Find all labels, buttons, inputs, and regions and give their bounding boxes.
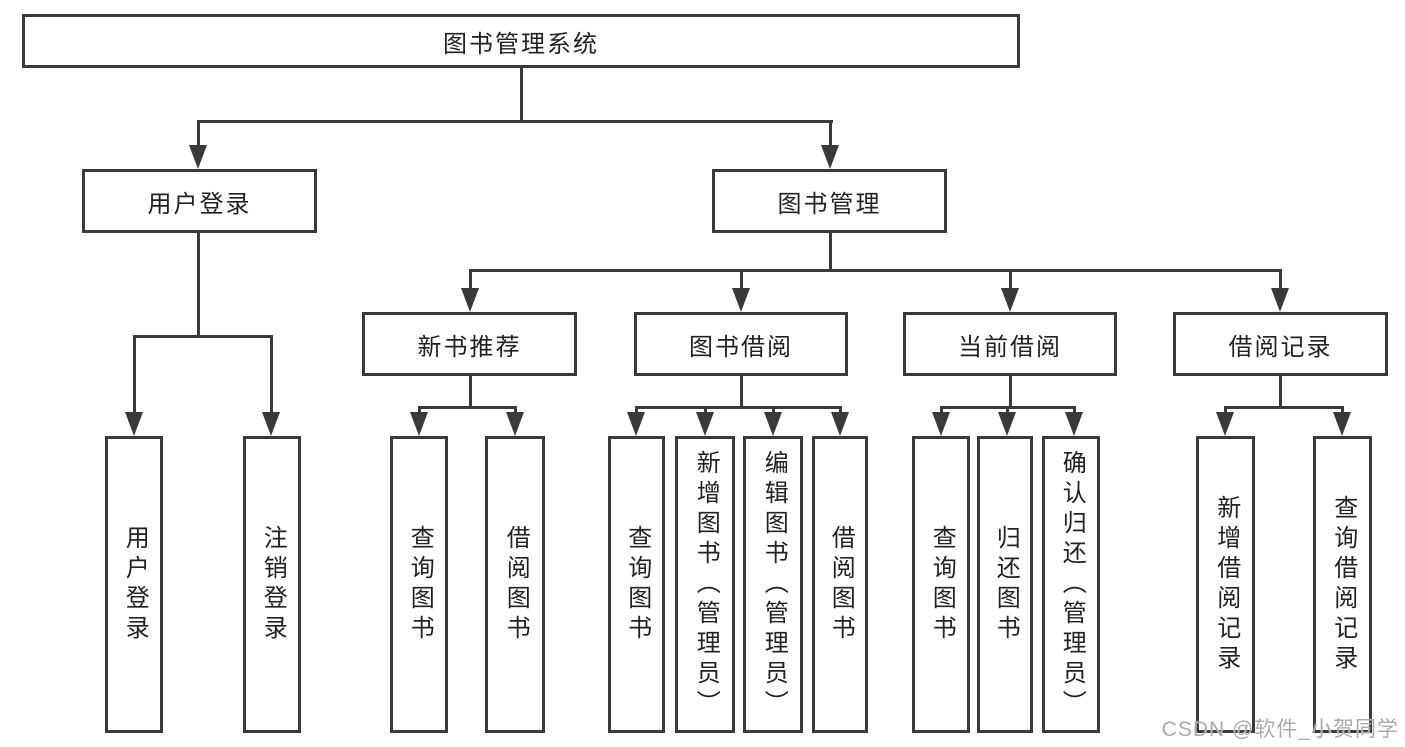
arrowhead-icon (821, 145, 839, 169)
connector-line (829, 233, 832, 272)
watermark: CSDN @软件_小贺同学 (1161, 718, 1399, 741)
node-root-label: 图书管理系统 (443, 30, 599, 58)
leaf-br-add-record: 新增借阅记录 (1196, 436, 1255, 733)
node-user-login: 用户登录 (82, 169, 317, 233)
leaf-cb-query-books-label: 查询图书 (928, 524, 956, 645)
connector-line (270, 335, 273, 415)
leaf-logout: 注销登录 (243, 436, 301, 733)
arrowhead-icon (262, 412, 280, 436)
connector-line (1224, 406, 1227, 416)
connector-line (740, 269, 743, 291)
leaf-bb-edit-books-admin: 编辑图书（管理员） (743, 436, 803, 733)
node-book-management-label: 图书管理 (777, 190, 882, 218)
connector-line (514, 406, 517, 416)
connector-line (197, 233, 200, 337)
leaf-cb-confirm-return-admin: 确认归还（管理员） (1042, 436, 1100, 733)
leaf-nbr-borrow-books: 借阅图书 (485, 436, 545, 733)
connector-line (635, 406, 638, 416)
connector-line (469, 376, 472, 409)
leaf-bb-borrow-books: 借阅图书 (812, 436, 868, 733)
leaf-nbr-borrow-books-label: 借阅图书 (502, 524, 530, 645)
leaf-bb-query-books: 查询图书 (608, 436, 665, 733)
arrowhead-icon (1333, 412, 1351, 436)
connector-line (418, 406, 517, 409)
arrowhead-icon (1271, 288, 1289, 312)
node-new-book-recommend: 新书推荐 (362, 312, 577, 376)
connector-line (1279, 376, 1282, 409)
connector-line (1006, 406, 1009, 416)
connector-line (829, 120, 832, 148)
arrowhead-icon (1001, 288, 1019, 312)
arrowhead-icon (125, 412, 143, 436)
leaf-bb-borrow-books-label: 借阅图书 (827, 524, 855, 645)
connector-line (197, 120, 833, 123)
leaf-bb-add-books-admin: 新增图书（管理员） (675, 436, 735, 733)
leaf-nbr-query-books-label: 查询图书 (406, 524, 434, 645)
connector-line (469, 269, 1282, 272)
leaf-bb-add-books-admin-label: 新增图书（管理员） (692, 449, 720, 720)
connector-line (772, 406, 775, 416)
node-book-borrowing-label: 图书借阅 (689, 333, 793, 361)
node-borrowing-records-label: 借阅记录 (1228, 333, 1333, 361)
connector-line (1009, 376, 1012, 409)
node-user-login-label: 用户登录 (147, 190, 252, 218)
arrowhead-icon (461, 288, 479, 312)
connector-line (1073, 406, 1076, 416)
node-root: 图书管理系统 (22, 14, 1020, 68)
connector-line (469, 269, 472, 291)
leaf-bb-query-books-label: 查询图书 (623, 524, 651, 645)
connector-line (1341, 406, 1344, 416)
arrowhead-icon (732, 288, 750, 312)
arrowhead-icon (764, 412, 782, 436)
leaf-br-add-record-label: 新增借阅记录 (1212, 494, 1240, 675)
leaf-bb-edit-books-admin-label: 编辑图书（管理员） (760, 449, 788, 720)
connector-line (940, 406, 943, 416)
leaf-user-login: 用户登录 (105, 436, 163, 733)
connector-line (635, 406, 842, 409)
node-current-borrowing: 当前借阅 (903, 312, 1117, 376)
arrowhead-icon (410, 412, 428, 436)
arrowhead-icon (627, 412, 645, 436)
connector-line (839, 406, 842, 416)
connector-line (418, 406, 421, 416)
connector-line (740, 376, 743, 409)
connector-line (1009, 269, 1012, 291)
leaf-br-query-record-label: 查询借阅记录 (1329, 494, 1357, 675)
leaf-user-login-label: 用户登录 (121, 524, 149, 645)
arrowhead-icon (1216, 412, 1234, 436)
leaf-cb-return-books-label: 归还图书 (992, 524, 1020, 645)
arrowhead-icon (932, 412, 950, 436)
arrowhead-icon (506, 412, 524, 436)
leaf-nbr-query-books: 查询图书 (390, 436, 448, 733)
node-book-management: 图书管理 (712, 169, 947, 233)
connector-line (133, 335, 136, 415)
arrowhead-icon (189, 145, 207, 169)
node-new-book-recommend-label: 新书推荐 (417, 333, 522, 361)
node-book-borrowing: 图书借阅 (634, 312, 848, 376)
node-current-borrowing-label: 当前借阅 (958, 333, 1062, 361)
leaf-cb-return-books: 归还图书 (977, 436, 1033, 733)
node-borrowing-records: 借阅记录 (1173, 312, 1388, 376)
arrowhead-icon (998, 412, 1016, 436)
arrowhead-icon (831, 412, 849, 436)
arrowhead-icon (696, 412, 714, 436)
leaf-br-query-record: 查询借阅记录 (1313, 436, 1372, 733)
arrowhead-icon (1065, 412, 1083, 436)
leaf-logout-label: 注销登录 (259, 524, 287, 645)
connector-line (520, 68, 523, 122)
connector-line (133, 335, 273, 338)
connector-line (197, 120, 200, 148)
connector-line (1279, 269, 1282, 291)
connector-line (1224, 406, 1344, 409)
connector-line (704, 406, 707, 416)
leaf-cb-query-books: 查询图书 (912, 436, 970, 733)
leaf-cb-confirm-return-admin-label: 确认归还（管理员） (1058, 449, 1086, 720)
